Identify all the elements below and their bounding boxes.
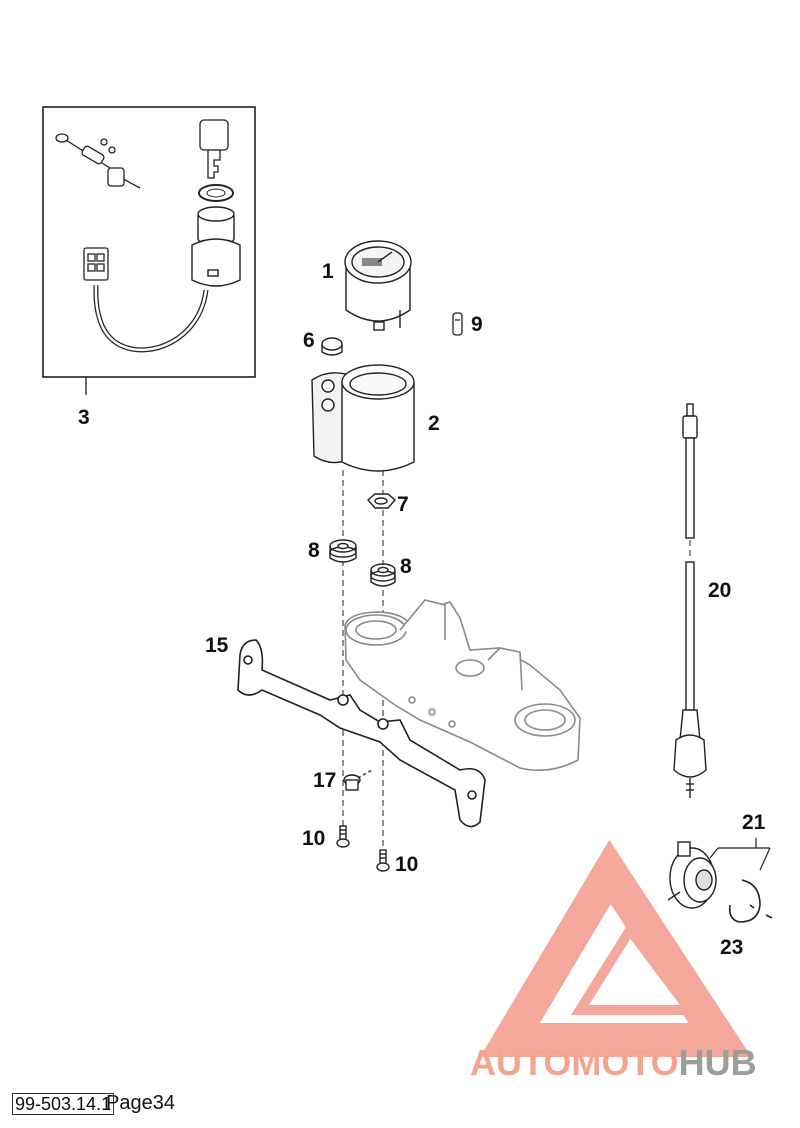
footer-document-code: 99-503.14.1 [12,1093,115,1115]
part-label-21: 21 [742,811,766,834]
bolt-10-left-icon [336,825,350,848]
ignition-switch-kit-box [42,106,256,395]
watermark-text-a: AUTOMOTO [470,1042,679,1083]
part-label-6: 6 [303,329,315,352]
callout-21-bracket [709,838,771,871]
speedometer-cable-icon [673,403,707,798]
connector-plug-icon [83,247,109,281]
part-label-17: 17 [313,769,337,792]
instrument-housing-icon [311,364,415,472]
bolt-10-right-icon [376,849,390,872]
part-label-20: 20 [708,579,732,602]
rubber-plug-icon [321,337,343,356]
ignition-switch-icon [191,206,241,287]
part-label-2: 2 [428,412,440,435]
watermark-text: AUTOMOTOHUB [470,1045,757,1081]
part-label-10a: 10 [302,827,326,850]
part-label-15: 15 [205,634,229,657]
part-label-3: 3 [78,406,90,429]
watermark-logo-icon [480,839,752,1057]
grommet-left-icon [329,539,357,563]
watermark-text-b: HUB [678,1042,757,1083]
part-label-10b: 10 [395,853,419,876]
part-label-9: 9 [471,313,483,336]
footer-page-number: Page34 [106,1092,175,1114]
ring-nut-icon [198,184,234,202]
bolt-17-icon [343,769,373,791]
triple-clamp-icon [344,599,581,771]
speedo-drive-icon [667,841,717,909]
grommet-right-icon [370,563,396,587]
part-label-7: 7 [397,493,409,516]
part-label-23: 23 [720,936,744,959]
part-label-8b: 8 [400,555,412,578]
speedometer-icon [344,240,412,331]
instrument-bracket-icon [237,639,486,828]
lock-cylinder-parts-icon [55,133,141,189]
ignition-key-icon [199,119,229,179]
bulb-holder-icon [452,312,463,336]
part-label-8a: 8 [308,539,320,562]
hex-nut-icon [367,493,396,509]
retaining-ring-icon [728,879,773,923]
part-label-1: 1 [322,260,334,283]
